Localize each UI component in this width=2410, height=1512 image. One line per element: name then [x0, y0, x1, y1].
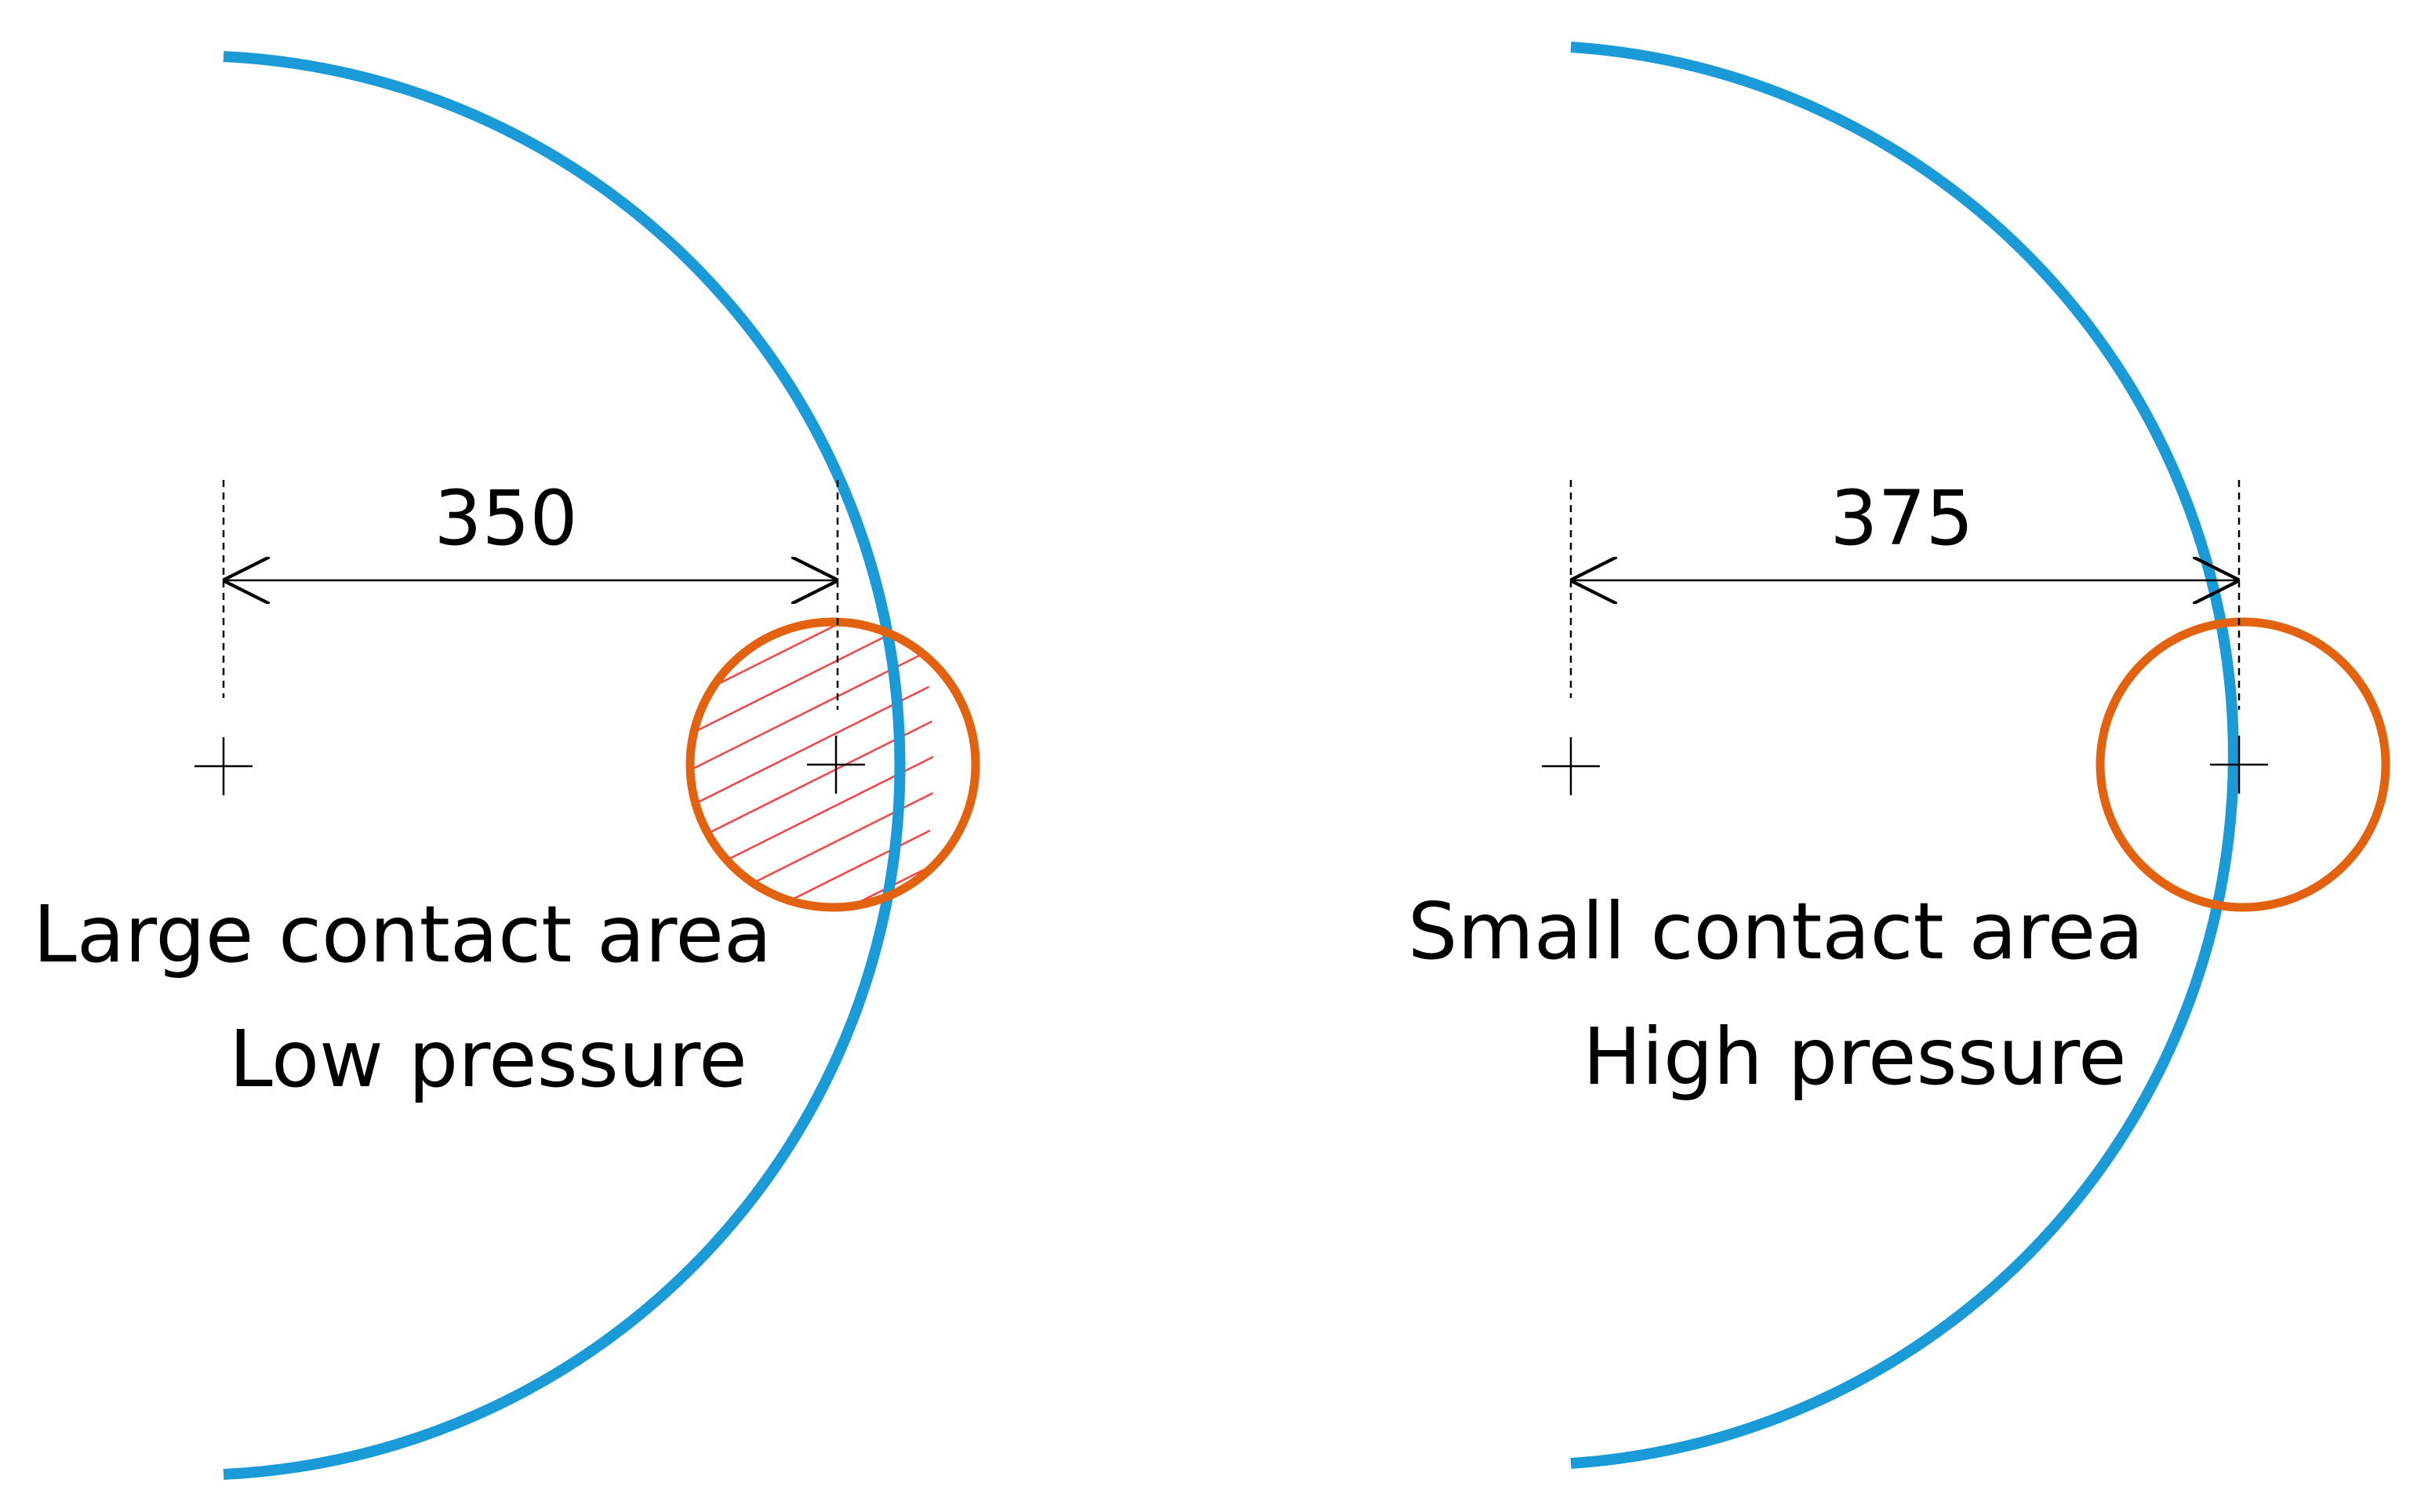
right-hatch-line [2086, 16, 2400, 173]
left-distance-label: 350 [434, 474, 577, 562]
right-caption-pressure: High pressure [1583, 1011, 2127, 1103]
right-hatch-line [2086, 298, 2400, 455]
right-panel: 375 Small contact area High pressure [1408, 0, 2400, 1469]
left-hatch-line [690, 692, 976, 852]
right-hatch-line [2086, 157, 2400, 314]
right-hatch-lines [2086, 0, 2400, 525]
left-contact-crosshair-icon [807, 736, 865, 794]
left-hatch-line [690, 622, 976, 743]
left-origin-crosshair-icon [194, 737, 253, 795]
left-panel: 350 Large contact area Low pressure [33, 51, 988, 1480]
left-caption-pressure: Low pressure [229, 1013, 747, 1105]
left-curved-surface-arc [223, 51, 906, 1480]
right-contact-area-hatch [2086, 0, 2400, 525]
right-hatch-line [2086, 0, 2400, 31]
right-hatch-line [2086, 0, 2400, 102]
right-origin-crosshair-icon [1542, 737, 1600, 795]
left-hatch-line [690, 622, 976, 780]
right-hatch-line [2086, 227, 2400, 384]
right-contact-circle [2096, 617, 2390, 912]
left-hatch-line [674, 405, 988, 562]
right-hatch-line [2086, 192, 2400, 349]
left-hatch-line [690, 622, 976, 671]
right-curved-surface-arc [1570, 42, 2239, 1469]
right-distance-label: 375 [1830, 474, 1973, 562]
right-contact-crosshair-icon [2210, 736, 2268, 794]
right-hatch-line [2086, 86, 2400, 243]
left-hatch-line [690, 656, 976, 816]
right-hatch-line [2086, 0, 2400, 67]
left-hatch-line [690, 800, 976, 907]
left-hatch-line [690, 622, 976, 635]
left-hatch-line [674, 369, 988, 525]
right-hatch-line [2086, 51, 2400, 208]
left-hatch-line [690, 622, 976, 707]
right-caption-contact-area: Small contact area [1408, 885, 2144, 977]
right-hatch-line [2086, 333, 2400, 490]
left-contact-circle [685, 617, 980, 912]
right-hatch-line [2086, 0, 2400, 137]
left-caption-contact-area: Large contact area [33, 889, 772, 980]
right-hatch-line [2086, 122, 2400, 278]
